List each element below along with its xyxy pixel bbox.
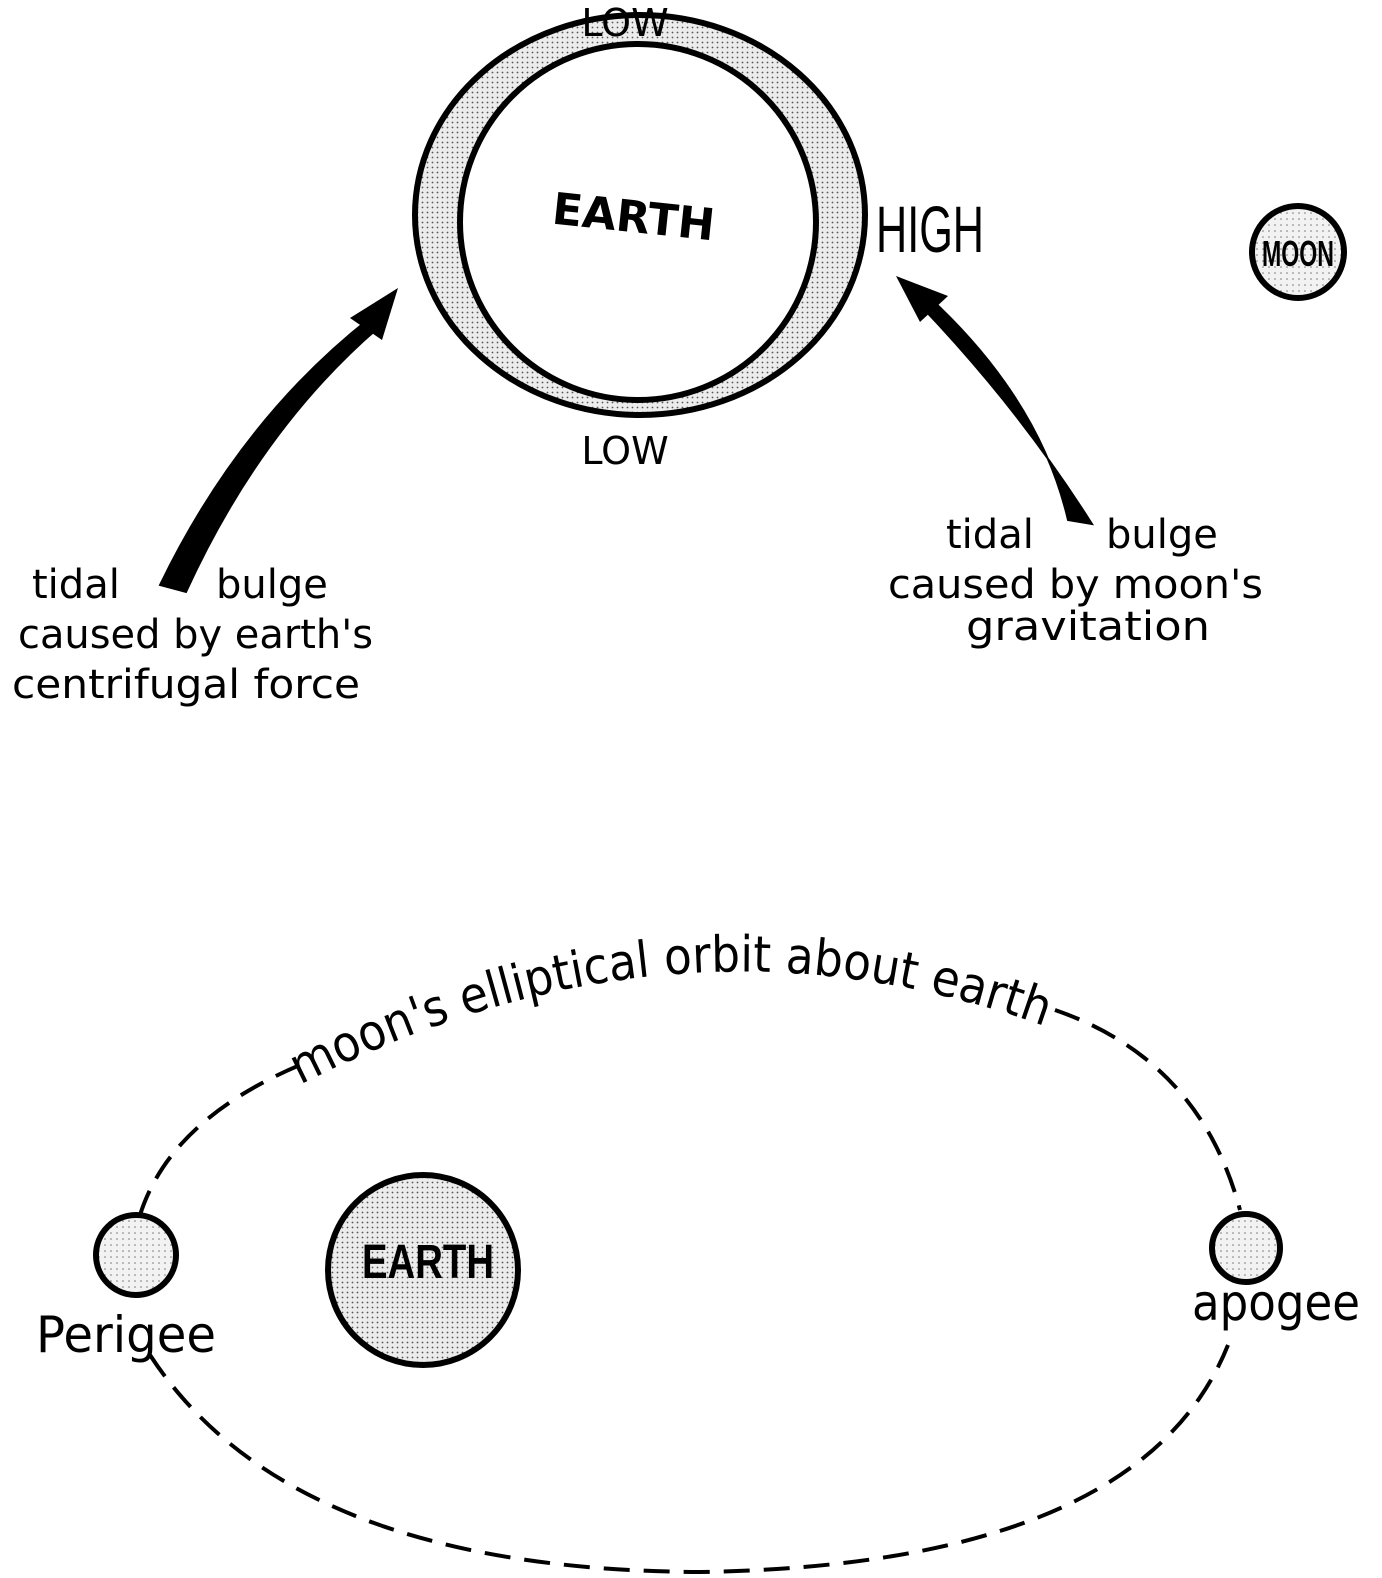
orbit-diagram: moon's elliptical orbit about earth EART…	[36, 925, 1360, 1575]
moon-at-apogee	[1209, 1211, 1283, 1285]
perigee-label: Perigee	[36, 1306, 216, 1364]
right-note-bulge: bulge	[1106, 512, 1218, 558]
moon-at-perigee	[93, 1212, 179, 1298]
right-note-tidal: tidal	[946, 512, 1034, 558]
apogee-label: apogee	[1192, 1274, 1360, 1332]
orbit-earth-circle	[325, 1172, 521, 1368]
centrifugal-bulge-arrow	[158, 288, 398, 594]
orbit-path-lower	[148, 1344, 1230, 1575]
orbit-path-upper-left	[138, 1063, 301, 1216]
low-tide-top-label: LOW	[581, 1, 668, 45]
orbit-caption: moon's elliptical orbit about earth	[280, 925, 1060, 1095]
orbit-caption-text: moon's elliptical orbit about earth	[280, 925, 1060, 1095]
gravitation-bulge-arrow	[896, 276, 1095, 526]
right-note-line3: gravitation	[966, 604, 1210, 650]
orbit-earth-label: EARTH	[362, 1236, 494, 1289]
earth-circle	[457, 41, 819, 403]
moon-circle	[1249, 203, 1347, 301]
orbit-path-upper-right	[1054, 1008, 1242, 1211]
low-tide-bottom-label: LOW	[581, 429, 668, 473]
high-tide-label: HIGH	[876, 192, 984, 266]
moon-label: MOON	[1262, 233, 1334, 274]
left-note-tidal: tidal	[32, 562, 120, 608]
left-note-bulge: bulge	[216, 562, 328, 608]
centrifugal-note: tidal bulge caused by earth's centrifuga…	[12, 562, 373, 708]
right-note-line2: caused by moon's	[888, 562, 1263, 608]
left-note-line3: centrifugal force	[12, 662, 360, 708]
tidal-bulge-diagram: EARTH LOW LOW HIGH MOON tidal bulge caus…	[12, 1, 1347, 708]
gravitation-note: tidal bulge caused by moon's gravitation	[888, 512, 1263, 650]
left-note-line2: caused by earth's	[18, 612, 373, 658]
